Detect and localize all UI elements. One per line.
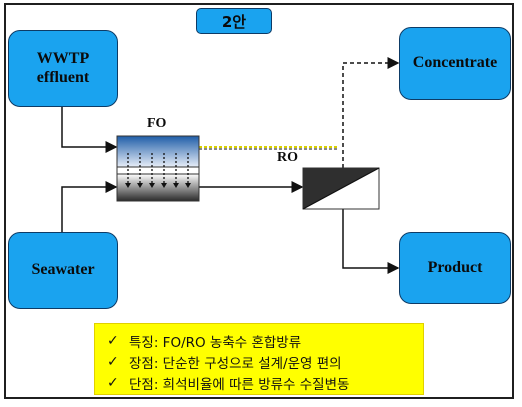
diagram-title: 2안 xyxy=(196,8,272,34)
node-concentrate: Concentrate xyxy=(399,27,511,100)
fo-module xyxy=(116,135,200,202)
notes-box: ✓ 특징: FO/RO 농축수 혼합방류 ✓ 장점: 단순한 구성으로 설계/운… xyxy=(94,323,424,395)
note-text: 특징: FO/RO 농축수 혼합방류 xyxy=(129,334,302,351)
check-icon: ✓ xyxy=(107,374,119,391)
ro-module xyxy=(302,167,380,210)
wwtp-to-fo-line xyxy=(61,107,118,153)
note-item: ✓ 단점: 희석비율에 따른 방류수 수질변동 xyxy=(107,372,413,393)
note-item: ✓ 특징: FO/RO 농축수 혼합방류 xyxy=(107,330,413,351)
ro-label: RO xyxy=(277,150,298,165)
check-icon: ✓ xyxy=(107,353,119,370)
note-text: 단점: 희석비율에 따른 방류수 수질변동 xyxy=(129,376,350,393)
ro-to-concentrate-line xyxy=(342,57,400,168)
check-icon: ✓ xyxy=(107,332,119,349)
outer-frame xyxy=(4,3,514,399)
seawater-to-fo-line xyxy=(61,181,118,232)
note-text: 장점: 단순한 구성으로 설계/운영 편의 xyxy=(129,355,342,372)
fo-label: FO xyxy=(147,116,167,131)
note-item: ✓ 장점: 단순한 구성으로 설계/운영 편의 xyxy=(107,351,413,372)
node-seawater: Seawater xyxy=(8,232,118,309)
node-product: Product xyxy=(399,232,511,304)
ro-to-product-line xyxy=(342,209,400,274)
